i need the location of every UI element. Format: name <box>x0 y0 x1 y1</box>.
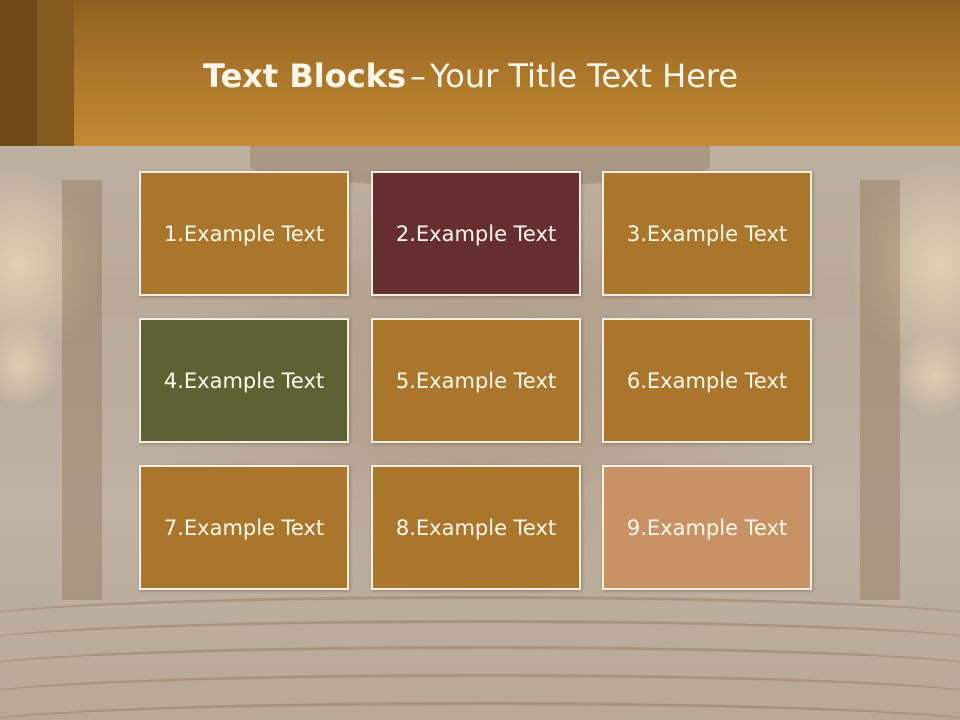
text-block-6[interactable]: 6.Example Text <box>602 318 812 443</box>
text-block-4[interactable]: 4.Example Text <box>139 318 349 443</box>
text-block-label: 1.Example Text <box>163 221 325 246</box>
right-column-decoration <box>860 180 900 600</box>
seat-row-decoration <box>0 620 960 669</box>
seat-row-decoration <box>0 646 960 695</box>
text-block-label: 5.Example Text <box>395 368 557 393</box>
seat-row-decoration <box>0 674 960 720</box>
left-column-decoration <box>62 180 102 600</box>
text-block-label: 7.Example Text <box>163 515 325 540</box>
seat-row-decoration <box>0 702 960 720</box>
text-block-9[interactable]: 9.Example Text <box>602 465 812 590</box>
text-block-label: 3.Example Text <box>626 221 788 246</box>
text-block-label: 2.Example Text <box>395 221 557 246</box>
text-block-grid: 1.Example Text 2.Example Text 3.Example … <box>139 171 815 593</box>
title-accent-dark <box>0 0 37 146</box>
text-block-label: 4.Example Text <box>163 368 325 393</box>
text-block-5[interactable]: 5.Example Text <box>371 318 581 443</box>
text-block-8[interactable]: 8.Example Text <box>371 465 581 590</box>
text-block-3[interactable]: 3.Example Text <box>602 171 812 296</box>
text-block-label: 9.Example Text <box>626 515 788 540</box>
slide-title[interactable]: Text Blocks–Your Title Text Here <box>203 54 738 98</box>
title-bar: Text Blocks–Your Title Text Here <box>0 0 960 146</box>
text-block-7[interactable]: 7.Example Text <box>139 465 349 590</box>
text-block-2[interactable]: 2.Example Text <box>371 171 581 296</box>
text-block-label: 6.Example Text <box>626 368 788 393</box>
seat-row-decoration <box>0 596 960 645</box>
text-block-1[interactable]: 1.Example Text <box>139 171 349 296</box>
title-dash: – <box>410 57 426 95</box>
text-block-label: 8.Example Text <box>395 515 557 540</box>
title-bold-part: Text Blocks <box>203 57 406 95</box>
title-accent-medium <box>37 0 74 146</box>
title-rest-part: Your Title Text Here <box>430 57 739 95</box>
